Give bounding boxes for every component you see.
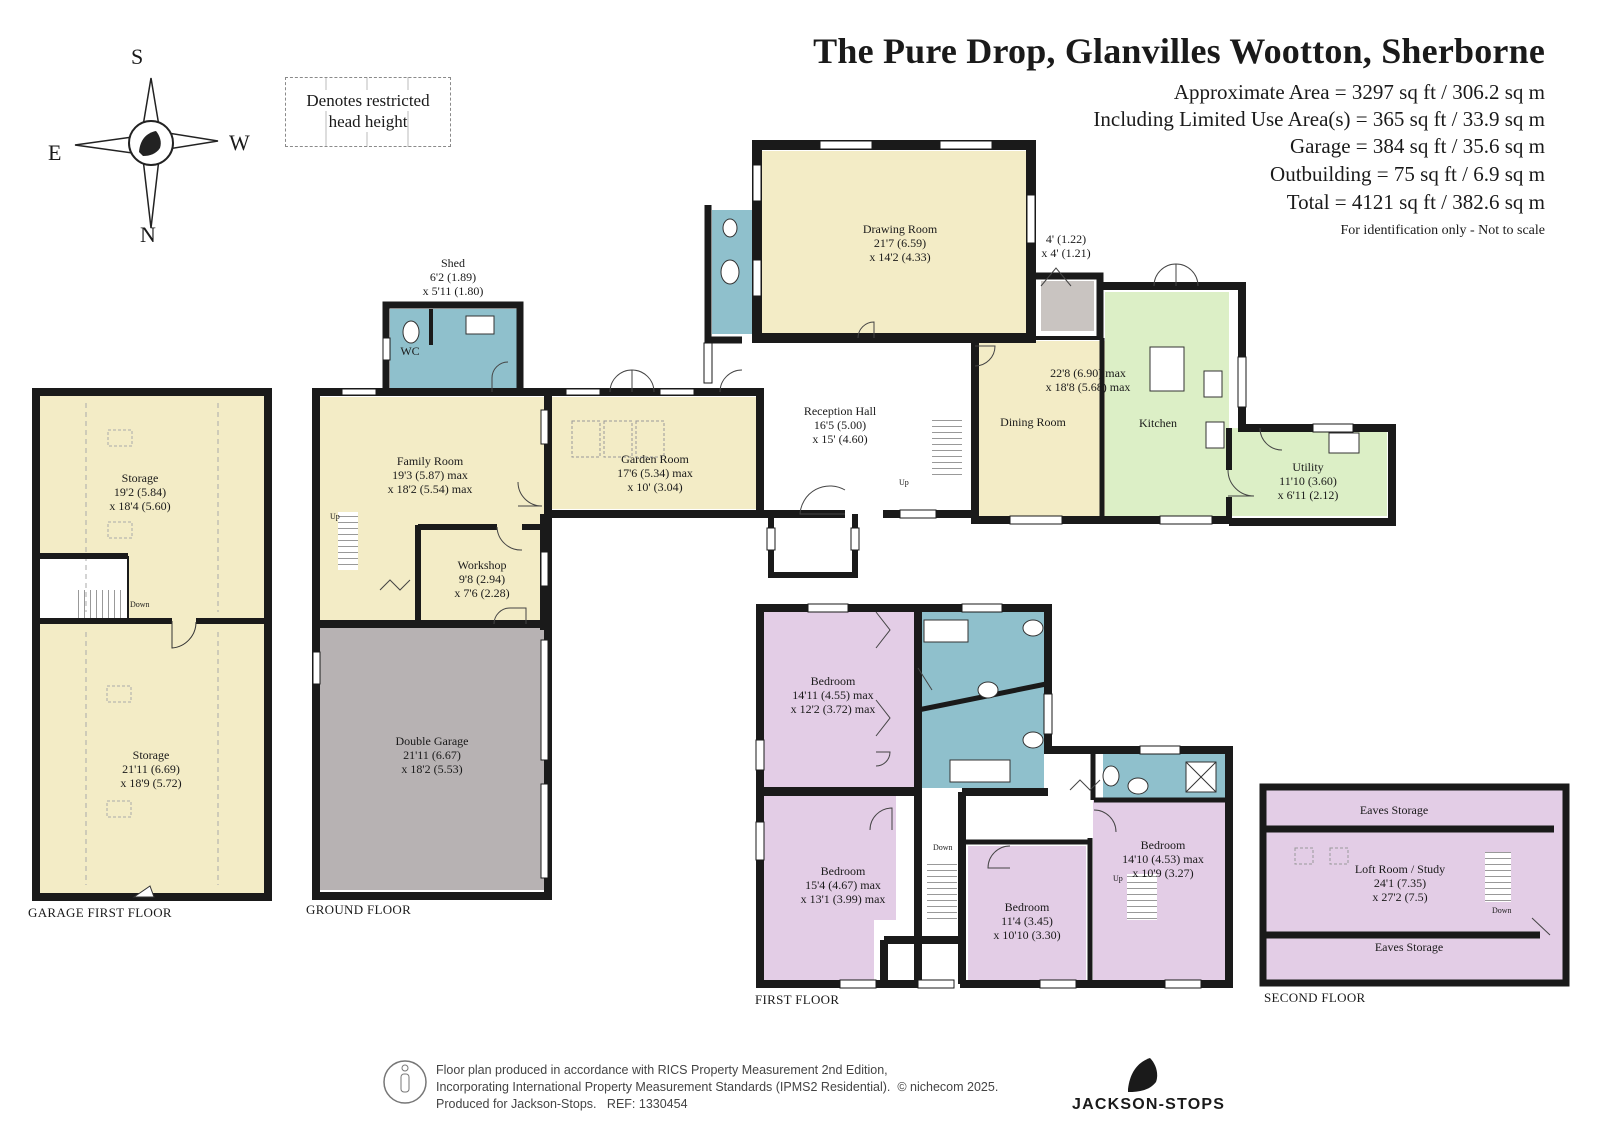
garage-area: Garage = 384 sq ft / 35.6 sq m xyxy=(1289,134,1545,158)
footer-line-1: Floor plan produced in accordance with R… xyxy=(436,1063,888,1077)
legend-line-2: head height xyxy=(328,111,408,132)
floor-label-garage-first: GARAGE FIRST FLOOR xyxy=(28,905,172,920)
stair-up-family: Up xyxy=(330,512,340,521)
footer-line-2: Incorporating International Property Mea… xyxy=(436,1080,891,1094)
room-label-wc: WC xyxy=(400,344,420,358)
stair-down-garage: Down xyxy=(130,600,150,609)
ground-floor-plan xyxy=(312,140,1396,900)
footer-line-2-wrap: Incorporating International Property Mea… xyxy=(436,1079,998,1096)
stair-down-second: Down xyxy=(1492,906,1512,915)
brand-name: JACKSON-STOPS xyxy=(1072,1096,1226,1113)
room-label-eaves-storage-bottom: Eaves Storage xyxy=(1374,940,1444,954)
floor-label-ground: GROUND FLOOR xyxy=(306,902,412,917)
footer-text: Floor plan produced in accordance with R… xyxy=(436,1062,998,1113)
room-label-dining-room: Dining Room xyxy=(1000,415,1066,429)
legend-line-1: Denotes restricted xyxy=(306,90,430,111)
compass-east: E xyxy=(48,140,62,165)
footer-ref: REF: 1330454 xyxy=(606,1097,688,1111)
footer-copyright: © nichecom 2025. xyxy=(897,1080,999,1094)
footer-line-3: Produced for Jackson-Stops. xyxy=(436,1097,597,1111)
stair-down-first: Down xyxy=(933,843,953,852)
compass-north: N xyxy=(140,222,156,247)
room-label-closet: 4' (1.22)x 4' (1.21) xyxy=(1041,232,1091,260)
limited-use-area: Including Limited Use Area(s) = 365 sq f… xyxy=(1093,107,1545,131)
compass-west: W xyxy=(229,130,250,155)
approximate-area: Approximate Area = 3297 sq ft / 306.2 sq… xyxy=(1173,80,1545,104)
restricted-height-legend: Denotes restricted head height xyxy=(285,77,451,147)
stair-up-reception: Up xyxy=(899,478,909,487)
compass-rose xyxy=(74,77,219,229)
identification-note: For identification only - Not to scale xyxy=(1340,223,1545,238)
garage-first-floor-plan xyxy=(32,388,272,901)
room-label-eaves-storage-top: Eaves Storage xyxy=(1359,803,1429,817)
second-floor-plan xyxy=(1259,783,1570,987)
stair-up-first: Up xyxy=(1113,874,1123,883)
total-area: Total = 4121 sq ft / 382.6 sq m xyxy=(1286,190,1545,214)
rics-logo-icon xyxy=(383,1060,427,1104)
floor-label-first: FIRST FLOOR xyxy=(755,992,840,1007)
compass-south: S xyxy=(131,44,144,69)
room-label-kitchen: Kitchen xyxy=(1139,416,1177,430)
floor-label-second: SECOND FLOOR xyxy=(1264,990,1366,1005)
jackson-stops-logo-icon xyxy=(1128,1058,1158,1092)
outbuilding-area: Outbuilding = 75 sq ft / 6.9 sq m xyxy=(1270,162,1545,186)
footer-line-3-wrap: Produced for Jackson-Stops. REF: 1330454 xyxy=(436,1096,998,1113)
property-title: The Pure Drop, Glanvilles Wootton, Sherb… xyxy=(813,31,1545,71)
first-floor-plan xyxy=(755,603,1233,989)
